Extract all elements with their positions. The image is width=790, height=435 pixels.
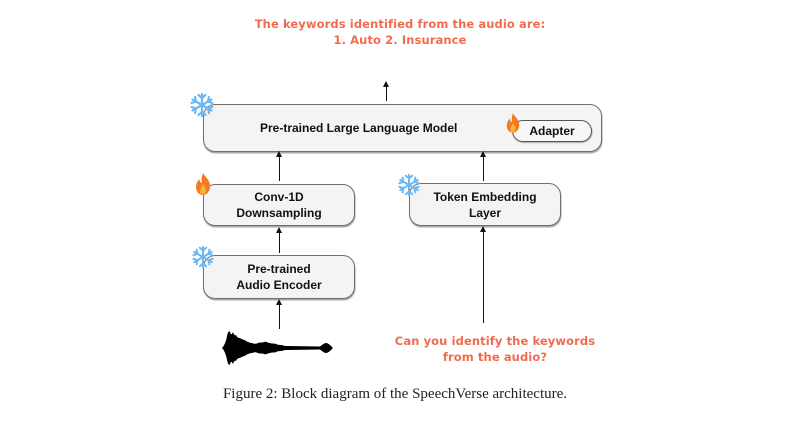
- llm-label: Pre-trained Large Language Model: [260, 121, 458, 135]
- arrow-text-to-token-embedding: [478, 226, 488, 323]
- output-text-line2: 1. Auto 2. Insurance: [333, 33, 467, 47]
- arrow-encoder-to-conv: [274, 227, 284, 253]
- conv-label-line2: Downsampling: [236, 206, 322, 220]
- token-embedding-label-line1: Token Embedding: [433, 189, 537, 204]
- snowflake-icon-audio-encoder: [191, 245, 215, 269]
- arrow-llm-to-output: [381, 81, 391, 101]
- conv-downsampling-block: Conv-1D Downsampling: [203, 184, 355, 226]
- audio-encoder-block: Pre-trained Audio Encoder: [203, 255, 355, 299]
- output-text: The keywords identified from the audio a…: [190, 16, 610, 48]
- audio-encoder-label-line2: Audio Encoder: [236, 278, 322, 292]
- input-text-line2: from the audio?: [442, 350, 548, 364]
- input-text-line1: Can you identify the keywords: [394, 334, 596, 348]
- snowflake-icon-llm: [189, 92, 215, 118]
- output-text-line1: The keywords identified from the audio a…: [254, 17, 546, 31]
- audio-encoder-label-line1: Pre-trained: [247, 262, 311, 276]
- waveform-icon: [222, 331, 333, 365]
- fire-icon-adapter: [506, 113, 520, 133]
- token-embedding-block: Token Embedding Layer: [409, 183, 561, 226]
- adapter-label: Adapter: [529, 124, 575, 138]
- arrow-conv-to-llm: [274, 151, 284, 181]
- adapter-block: Adapter: [512, 120, 592, 142]
- arrow-token-to-llm: [478, 151, 488, 181]
- conv-label-line1: Conv-1D: [254, 190, 304, 204]
- figure-caption: Figure 2: Block diagram of the SpeechVer…: [222, 386, 568, 402]
- arrow-audio-to-encoder: [274, 299, 284, 329]
- input-text: Can you identify the keywords from the a…: [370, 333, 620, 365]
- fire-icon-conv: [196, 173, 210, 195]
- snowflake-icon-token-embedding: [397, 173, 421, 197]
- token-embedding-label-line2: Layer: [468, 205, 502, 220]
